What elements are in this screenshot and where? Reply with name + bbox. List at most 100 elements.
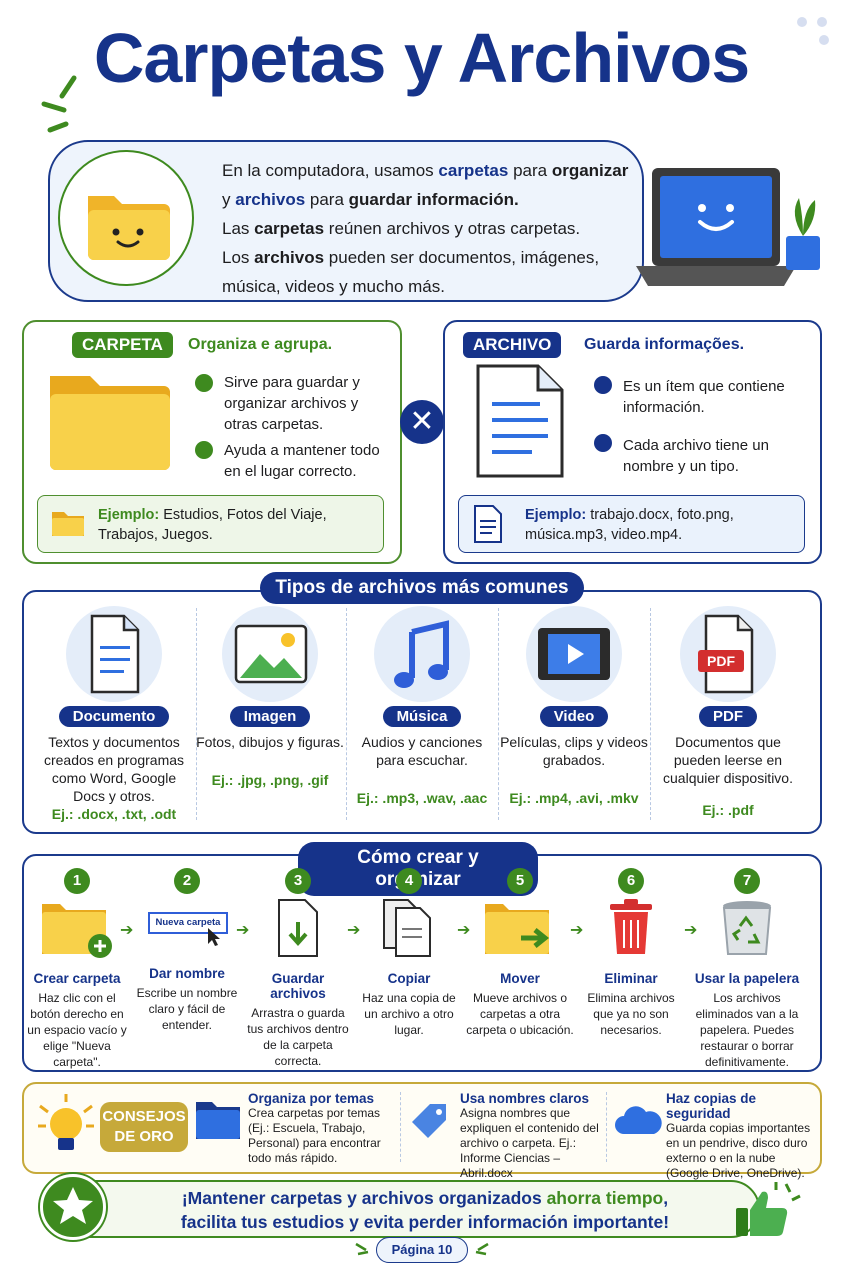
type-imagen: Imagen Fotos, dibujos y figuras. Ej.: .j… [194,606,346,789]
star-icon [53,1187,93,1224]
carpeta-bullet-1: Sirve para guardar y organizar archivos … [224,374,360,433]
thumbs-up-icon [736,1182,801,1236]
type-desc: Audios y canciones para escuchar. [361,734,483,768]
step-title: Copiar [387,971,431,986]
step-title: Eliminar [604,971,658,986]
laptop-icon [636,168,820,286]
footer-message: ¡Mantener carpetas y archivos organizado… [180,1188,670,1232]
smiling-folder-icon [88,196,170,260]
divider [346,608,347,820]
carpeta-example-box [37,495,384,553]
type-pdf: PDF PDF Documentos que pueden leerse en … [652,606,804,819]
arrow-icon: ➔ [120,922,134,939]
versus-icon: ✕ [400,400,444,444]
tag-icon [412,1104,446,1138]
document-icon [476,364,564,478]
step-title: Mover [500,971,540,986]
music-note-icon [394,620,449,688]
divider [498,608,499,820]
type-label: Video [539,706,609,727]
type-label: Música [382,706,462,727]
cloud-icon [615,1106,662,1134]
blue-folder-icon [196,1102,240,1139]
rename-box-icon: Nueva carpeta [132,894,242,960]
sparkle-icon [41,75,77,133]
step-5: 5 Mover Mueve archivos o carpetas a otra… [465,868,575,1038]
step-number: 5 [507,868,533,894]
type-musica: Música Audios y canciones para escuchar.… [346,606,498,807]
file-types-heading: Tipos de archivos más comunes [260,572,584,604]
tip-3: Haz copias de seguridad Guarda copias im… [666,1091,811,1180]
type-documento: Documento Textos y documentos creados en… [38,606,190,823]
intro-text: En la computadora, usamos carpetas para … [222,161,629,296]
type-label: PDF [699,706,757,727]
carpeta-subtitle: Organiza e agrupa. [188,336,333,353]
bullet-dot [594,434,612,452]
archivo-example-box [458,495,805,553]
step-number: 7 [734,868,760,894]
step-6: 6 Eliminar Elimina archivos que ya no so… [576,868,686,1038]
type-label: Imagen [229,706,311,727]
pdf-icon: PDF [698,614,754,694]
step-desc: Haz clic con el botón derecho en un espa… [27,991,127,1069]
type-icon-circle [374,606,470,702]
copy-icon [383,899,431,957]
archivo-bullet-1: Es un ítem que contiene información. [623,378,785,416]
sparkle-icon [355,1242,369,1256]
intro-folder-circle [58,150,194,286]
small-document-icon [474,505,502,543]
arrow-icon: ➔ [236,922,250,939]
type-example: Ej.: .pdf [702,802,754,818]
bullet-dot [594,376,612,394]
pdf-icon-text: PDF [707,653,735,669]
type-icon-circle [66,606,162,702]
type-desc: Fotos, dibujos y figuras. [196,734,344,750]
step-desc: Mueve archivos o carpetas a otra carpeta… [466,991,574,1037]
recycle-bin-icon [722,901,772,955]
step-1: 1 Crear carpeta Haz clic con el botón de… [22,868,132,1070]
new-folder-icon [42,904,112,958]
dots-icon [797,17,829,45]
step-number: 6 [618,868,644,894]
type-example: Ej.: .docx, .txt, .odt [51,806,177,822]
divider [606,1092,607,1162]
cursor-icon [208,928,220,946]
carpeta-tag: CARPETA [72,332,173,358]
step-number: 2 [174,868,200,894]
folder-icon [50,376,170,470]
archivo-example: Ejemplo: trabajo.docx, foto.png, música.… [525,507,734,543]
step-desc: Arrastra o guarda tus archivos dentro de… [247,1006,349,1068]
move-folder-icon [485,904,550,954]
step-desc: Elimina archivos que ya no son necesario… [587,991,675,1037]
carpeta-bullet-2: Ayuda a mantener todo en el lugar correc… [224,442,380,480]
divider [196,608,197,820]
small-folder-icon [52,512,84,536]
bullet-dot [195,441,213,459]
lightbulb-icon [38,1094,94,1150]
type-desc: Textos y documentos creados en programas… [43,734,185,804]
type-example: Ej.: .mp4, .avi, .mkv [509,790,639,806]
step-title: Guardar archivos [270,971,326,1001]
page-number: Página 10 [376,1237,468,1263]
footer-banner [40,1180,760,1238]
arrow-icon: ➔ [570,922,584,939]
page-title: Carpetas y Archivos [93,19,750,97]
step-title: Usar la papelera [694,971,800,986]
step-3: 3 Guardar archivos Arrastra o guarda tus… [243,868,353,1069]
step-title: Crear carpeta [33,971,121,986]
type-video: Video Películas, clips y videos grabados… [498,606,650,807]
divider [650,608,651,820]
step-desc: Escribe un nombre claro y fácil de enten… [136,986,238,1032]
image-icon [234,624,308,684]
type-label: Documento [58,706,170,727]
tip-2: Usa nombres claros Asigna nombres que ex… [460,1091,599,1180]
trash-icon [610,899,652,954]
step-desc: Haz una copia de un archivo a otro lugar… [362,991,456,1037]
video-icon [538,628,610,680]
carpeta-example: Ejemplo: Estudios, Fotos del Viaje, Trab… [98,507,327,543]
arrow-icon: ➔ [684,922,698,939]
step-4: 4 Copiar Haz una copia de un archivo a o… [354,868,464,1038]
step-7: 7 Usar la papelera Los archivos eliminad… [692,868,802,1070]
star-badge [40,1174,106,1240]
